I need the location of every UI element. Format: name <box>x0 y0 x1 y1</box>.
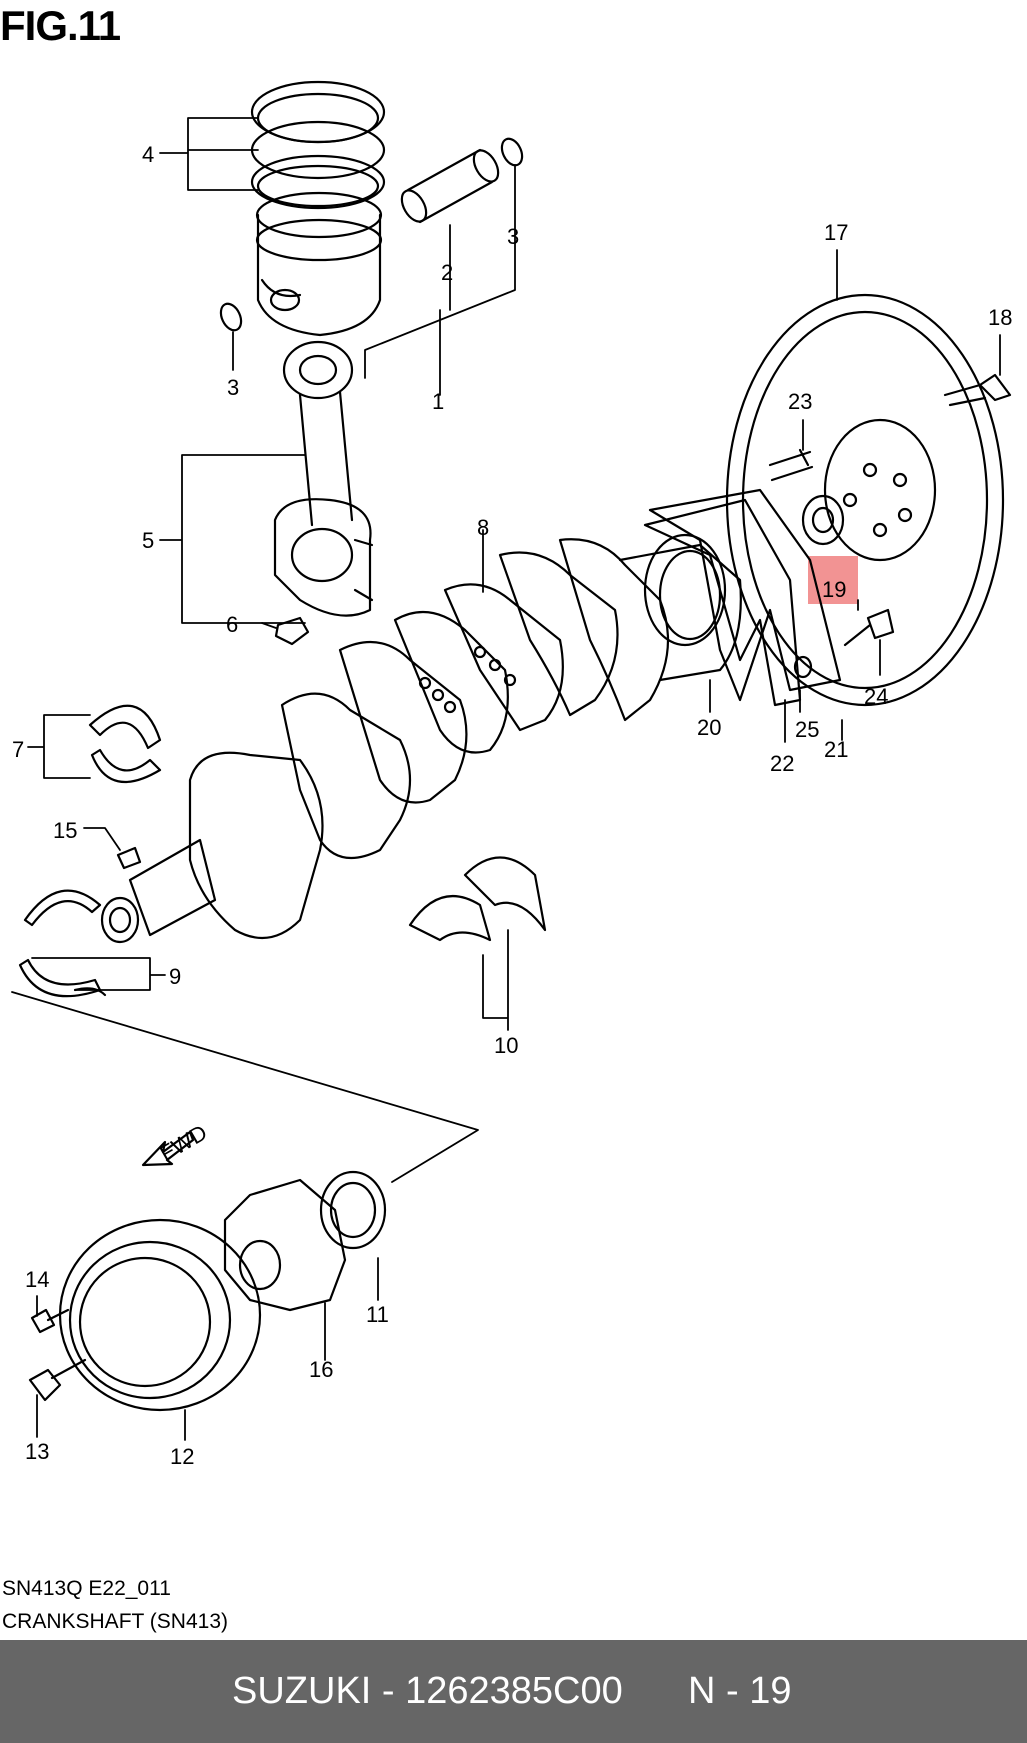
circlip-right[interactable] <box>498 136 526 169</box>
callout-3-left: 3 <box>227 375 239 400</box>
highlight-box <box>808 556 858 604</box>
rod-nut[interactable] <box>274 616 310 646</box>
exploded-parts-diagram: 1 2 3 3 4 5 6 7 8 9 10 11 12 13 14 15 16… <box>11 80 1012 1469</box>
piston[interactable] <box>255 191 383 337</box>
callout-18: 18 <box>988 305 1012 330</box>
main-bearings[interactable] <box>18 889 107 998</box>
callout-13: 13 <box>25 1439 49 1464</box>
pulley-bolt-13[interactable] <box>28 1358 87 1402</box>
flywheel[interactable] <box>725 293 1005 707</box>
connecting-rod[interactable] <box>273 340 374 617</box>
diagram-code: SN413Q E22_011 <box>2 1577 171 1600</box>
callout-7: 7 <box>12 737 24 762</box>
flywheel-bolt[interactable] <box>943 373 1012 407</box>
diagram-name: CRANKSHAFT (SN413) <box>2 1610 228 1633</box>
housing-gasket[interactable] <box>643 498 802 707</box>
callout-16: 16 <box>309 1357 333 1382</box>
figure-title: FIG.11 <box>0 2 121 49</box>
callout-1: 1 <box>432 389 444 414</box>
callout-2: 2 <box>441 260 453 285</box>
callout-10: 10 <box>494 1033 518 1058</box>
callout-25: 25 <box>795 717 819 742</box>
crank-key[interactable] <box>116 846 142 870</box>
oil-seal-housing[interactable] <box>648 488 842 702</box>
callout-24: 24 <box>864 684 888 709</box>
footer-bar: SUZUKI - 1262385C00 N - 19 <box>0 1640 1027 1743</box>
pilot-bearing[interactable] <box>801 494 845 546</box>
dowel-pin[interactable] <box>793 655 813 679</box>
callout-20: 20 <box>697 715 721 740</box>
piston-rings[interactable] <box>250 80 386 210</box>
fwd-arrow <box>141 1130 195 1167</box>
housing-bolt-23[interactable] <box>768 448 814 482</box>
callout-19: 19 <box>822 577 846 602</box>
crank-pulley[interactable] <box>58 1218 262 1412</box>
piston-pin[interactable] <box>397 146 503 225</box>
callout-21: 21 <box>824 737 848 762</box>
callout-8: 8 <box>477 515 489 540</box>
timing-belt-pulley[interactable] <box>223 1178 347 1312</box>
circlip-left[interactable] <box>217 301 245 334</box>
footer-page-ref: N - 19 <box>688 1670 792 1712</box>
rear-oil-seal[interactable] <box>643 533 727 647</box>
callout-4: 4 <box>142 142 154 167</box>
callout-5: 5 <box>142 528 154 553</box>
callout-3-right: 3 <box>507 224 519 249</box>
callout-12: 12 <box>170 1444 194 1469</box>
callout-6: 6 <box>226 612 238 637</box>
footer-part-number: SUZUKI - 1262385C00 <box>232 1670 623 1712</box>
fwd-label: FWD <box>155 1120 211 1167</box>
callout-22: 22 <box>770 751 794 776</box>
callout-14: 14 <box>25 1267 49 1292</box>
pulley-bolt-14[interactable] <box>30 1308 70 1334</box>
front-oil-seal[interactable] <box>319 1170 387 1250</box>
rod-bearings[interactable] <box>88 704 162 784</box>
callout-9: 9 <box>169 964 181 989</box>
thrust-bearings[interactable] <box>408 856 547 942</box>
leader-lines <box>11 117 1001 1441</box>
callout-23: 23 <box>788 389 812 414</box>
callout-17: 17 <box>824 220 848 245</box>
callout-15: 15 <box>53 818 77 843</box>
housing-bolt-24[interactable] <box>843 608 895 647</box>
callout-11: 11 <box>366 1302 389 1327</box>
